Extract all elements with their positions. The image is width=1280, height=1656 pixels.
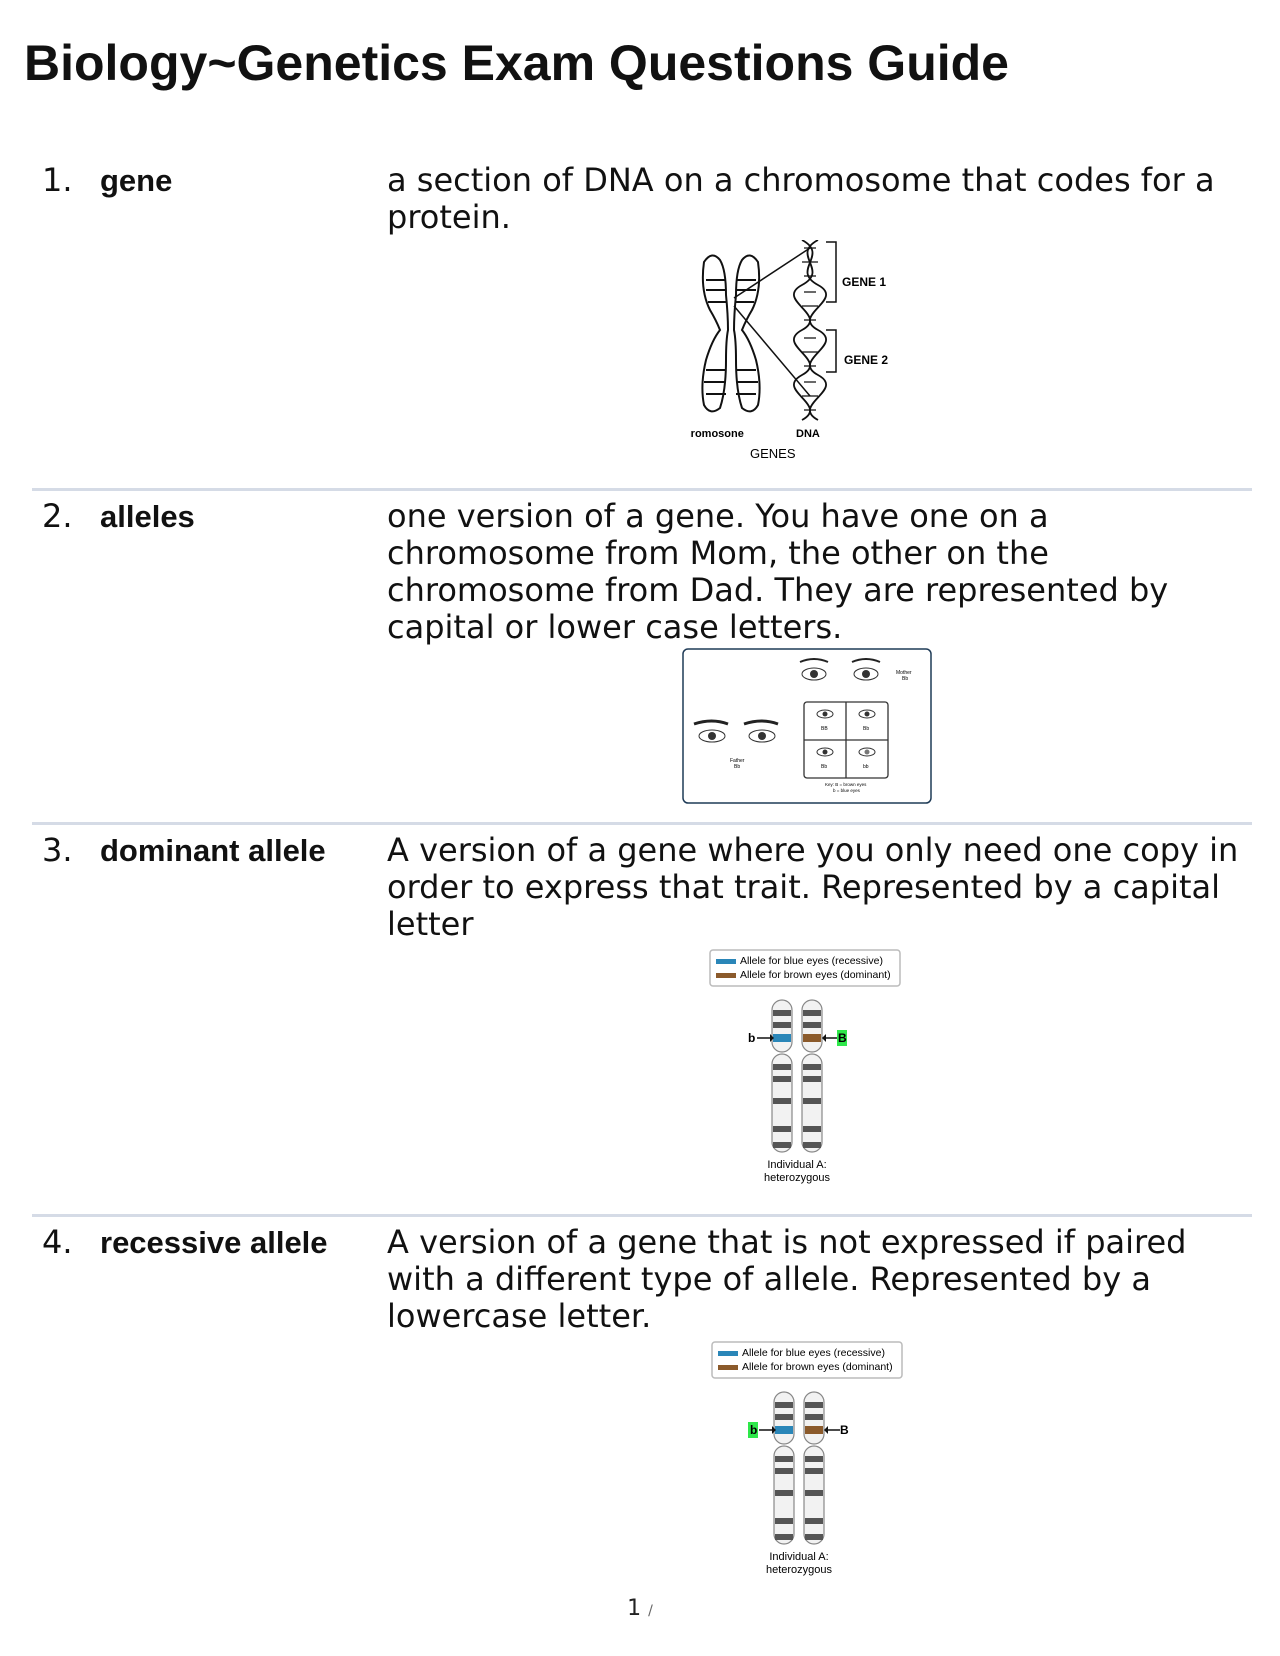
key-line-1: Key: B = brown eyes xyxy=(825,782,867,787)
chromosome-right-band-1 xyxy=(803,1010,821,1016)
chromosome-label: Chromosone xyxy=(690,428,744,440)
gene1-label: GENE 1 xyxy=(842,275,886,289)
page-number: 1 / xyxy=(0,1596,1280,1621)
chromosome-right-band-6 xyxy=(803,1126,821,1132)
chromosome-right-band-5 xyxy=(805,1490,823,1496)
legend-brown-swatch xyxy=(718,1365,738,1370)
chromosome-right-band-2 xyxy=(803,1022,821,1028)
entry-definition: a section of DNA on a chromosome that co… xyxy=(387,161,1215,236)
allele-left-letter: b xyxy=(748,1031,755,1045)
chromosome-right-band-3 xyxy=(805,1456,823,1462)
allele-right-letter: B xyxy=(838,1031,847,1045)
mother-eyes-icon xyxy=(799,658,881,681)
chromosome-right-band-4 xyxy=(803,1076,821,1082)
legend-brown-swatch xyxy=(716,973,736,978)
chromosome-left-band-2 xyxy=(773,1022,791,1028)
page-title: Biology~Genetics Exam Questions Guide xyxy=(24,35,1009,91)
entry-number: 4. xyxy=(42,1223,73,1261)
chromosome-right-band-7 xyxy=(805,1534,823,1540)
legend-blue-text: Allele for blue eyes (recessive) xyxy=(742,1347,885,1359)
chromosome-right-band-3 xyxy=(803,1064,821,1070)
genes-caption: GENES xyxy=(750,446,796,461)
chromosome-left-band-6 xyxy=(773,1126,791,1132)
highlight-left xyxy=(748,1422,758,1438)
chromosome-right-band-4 xyxy=(805,1468,823,1474)
legend-brown-text: Allele for brown eyes (dominant) xyxy=(740,969,891,981)
legend-blue-text: Allele for blue eyes (recessive) xyxy=(740,955,883,967)
chromosome-right-band-7 xyxy=(803,1142,821,1148)
punnett-cell-1: BB xyxy=(821,726,828,732)
dna-label: DNA xyxy=(796,428,820,440)
section-divider xyxy=(32,1214,1252,1217)
arrow-right-head xyxy=(824,1426,828,1434)
entry-number: 3. xyxy=(42,831,73,869)
chromosome-left-band-5 xyxy=(773,1098,791,1104)
genes-diagram: GENE 1 GENE 2 Chromosone DNA GENES xyxy=(690,240,888,461)
entry-definition: one version of a gene. You have one on a… xyxy=(387,497,1169,646)
chromosome-left-band-1 xyxy=(775,1402,793,1408)
entry-definition: A version of a gene that is not expresse… xyxy=(387,1223,1187,1335)
arrow-left-head xyxy=(770,1034,774,1042)
caption-line-2: heterozygous xyxy=(764,1172,831,1184)
punnett-cell-2: Bb xyxy=(863,726,869,732)
punnett-square: BB Bb Bb bb xyxy=(803,701,889,779)
dominant-allele-chromosome-diagram: Allele for blue eyes (recessive) Allele f… xyxy=(709,949,901,1184)
legend-brown-text: Allele for brown eyes (dominant) xyxy=(742,1361,893,1373)
chromosome-right-band-6 xyxy=(805,1518,823,1524)
entry-number: 1. xyxy=(42,161,73,199)
key-line-2: b = blue eyes xyxy=(833,788,861,793)
section-divider xyxy=(32,488,1252,491)
legend-blue-swatch xyxy=(718,1351,738,1356)
entry-term: recessive allele xyxy=(100,1225,328,1260)
chromosome-left-band-3 xyxy=(773,1064,791,1070)
legend-blue-swatch xyxy=(716,959,736,964)
chromosome-right-band-2 xyxy=(805,1414,823,1420)
chromosome-left-band-5 xyxy=(775,1490,793,1496)
punnett-cell-4: bb xyxy=(863,764,869,770)
chromosome-left-band-6 xyxy=(775,1518,793,1524)
chromosome-left-band-7 xyxy=(775,1534,793,1540)
allele-left-marker xyxy=(773,1034,791,1042)
page-number-value: 1 xyxy=(627,1596,642,1621)
chromosome-right-band-1 xyxy=(805,1402,823,1408)
allele-right-marker xyxy=(803,1034,821,1042)
punnett-cell-3: Bb xyxy=(821,764,827,770)
entry-term: gene xyxy=(100,163,173,198)
caption-line-2: heterozygous xyxy=(766,1564,833,1576)
allele-left-letter: b xyxy=(750,1423,757,1437)
recessive-allele-chromosome-diagram: Allele for blue eyes (recessive) Allele f… xyxy=(711,1341,903,1576)
gene2-label: GENE 2 xyxy=(844,353,888,367)
arrow-right-head xyxy=(822,1034,826,1042)
chromosome-illustration xyxy=(701,254,761,413)
mother-label: Mother xyxy=(896,670,912,676)
chromosome-left-band-4 xyxy=(773,1076,791,1082)
arrow-left-head xyxy=(772,1426,776,1434)
dna-helix-illustration xyxy=(793,240,827,421)
chromosome-right-band-5 xyxy=(803,1098,821,1104)
entry-definition: A version of a gene where you only need … xyxy=(387,831,1239,943)
entry-term: dominant allele xyxy=(100,833,326,868)
legend-box xyxy=(711,1341,903,1379)
section-divider xyxy=(32,822,1252,825)
caption-line-1: Individual A: xyxy=(767,1159,826,1171)
entry-term: alleles xyxy=(100,499,195,534)
chromosome-left-band-7 xyxy=(773,1142,791,1148)
caption-line-1: Individual A: xyxy=(769,1551,828,1563)
mother-genotype: Bb xyxy=(902,676,908,682)
chromosome-left-band-4 xyxy=(775,1468,793,1474)
allele-left-marker xyxy=(775,1426,793,1434)
highlight-right xyxy=(837,1030,847,1046)
entry-number: 2. xyxy=(42,497,73,535)
chromosome-left-band-3 xyxy=(775,1456,793,1462)
father-genotype: Bb xyxy=(734,764,740,770)
chromosome-left-band-1 xyxy=(773,1010,791,1016)
father-label: Father xyxy=(730,758,745,764)
page-number-separator: / xyxy=(648,1603,653,1619)
father-eyes-icon xyxy=(693,719,779,743)
allele-right-letter: B xyxy=(840,1423,849,1437)
allele-right-marker xyxy=(805,1426,823,1434)
alleles-eye-punnett-diagram: Mother Bb Father Bb BB Bb Bb bb Key: B =… xyxy=(682,648,932,804)
legend-box xyxy=(709,949,901,987)
chromosome-left-band-2 xyxy=(775,1414,793,1420)
